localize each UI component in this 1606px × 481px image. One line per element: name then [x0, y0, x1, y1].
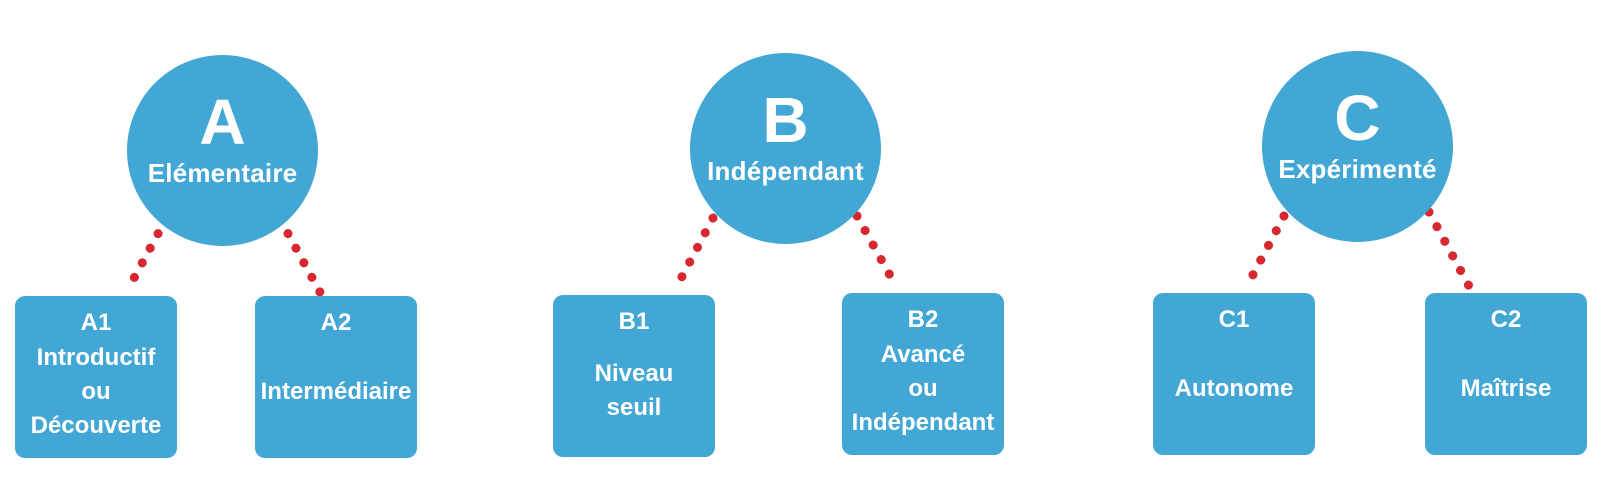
box-b2-labels: Avancé ou Indépendant: [842, 337, 1004, 455]
connector-c-to-c1: [1241, 211, 1289, 293]
box-label-line: Intermédiaire: [260, 378, 412, 405]
level-box-a1: A1 Introductif ou Découverte: [15, 296, 177, 458]
level-circle-a: A Elémentaire: [127, 55, 318, 246]
circle-b-label: Indépendant: [707, 155, 864, 186]
connector-b-to-b2: [852, 211, 902, 293]
level-box-c1: C1 Autonome: [1153, 293, 1315, 455]
level-box-c2: C2 Maîtrise: [1425, 293, 1587, 455]
box-c1-labels: Autonome: [1153, 337, 1315, 455]
box-a2-labels: Intermédiaire: [255, 340, 417, 458]
level-box-a2: A2 Intermédiaire: [255, 296, 417, 458]
box-label-line: Introductif: [36, 344, 156, 371]
circle-c-letter: C: [1334, 81, 1381, 154]
box-b2-code: B2: [907, 306, 939, 333]
box-label-line: ou: [908, 375, 938, 402]
level-circle-b: B Indépendant: [690, 53, 881, 244]
box-b1-labels: Niveau seuil: [553, 339, 715, 457]
box-a2-code: A2: [320, 309, 352, 336]
box-c2-code: C2: [1490, 306, 1522, 333]
circle-b-letter: B: [762, 83, 809, 156]
box-label-line: Niveau: [594, 360, 674, 387]
level-box-b1: B1 Niveau seuil: [553, 295, 715, 457]
circle-a-letter: A: [199, 85, 246, 158]
connector-a-to-a1: [122, 214, 171, 296]
level-box-b2: B2 Avancé ou Indépendant: [842, 293, 1004, 455]
box-label-line: Découverte: [30, 412, 162, 439]
connector-a-to-a2: [275, 214, 326, 299]
box-label-line: Avancé: [880, 341, 966, 368]
circle-b-content: B Indépendant: [707, 88, 864, 210]
connector-b-to-b1: [671, 213, 718, 293]
box-c1-code: C1: [1218, 306, 1250, 333]
box-label-line: Maîtrise: [1460, 375, 1552, 402]
box-label-line: Autonome: [1174, 375, 1294, 402]
connector-c-to-c2: [1424, 207, 1475, 293]
box-a1-labels: Introductif ou Découverte: [15, 340, 177, 458]
box-a1-code: A1: [80, 309, 112, 336]
circle-a-label: Elémentaire: [147, 157, 298, 188]
circle-c-content: C Expérimenté: [1278, 86, 1436, 208]
box-label-line: seuil: [606, 394, 662, 421]
box-label-line: Indépendant: [851, 409, 995, 436]
box-label-line: ou: [81, 378, 111, 405]
circle-c-label: Expérimenté: [1278, 153, 1437, 184]
box-c2-labels: Maîtrise: [1425, 337, 1587, 455]
box-b1-code: B1: [618, 308, 650, 335]
level-circle-c: C Expérimenté: [1262, 51, 1453, 242]
circle-a-content: A Elémentaire: [148, 90, 298, 212]
